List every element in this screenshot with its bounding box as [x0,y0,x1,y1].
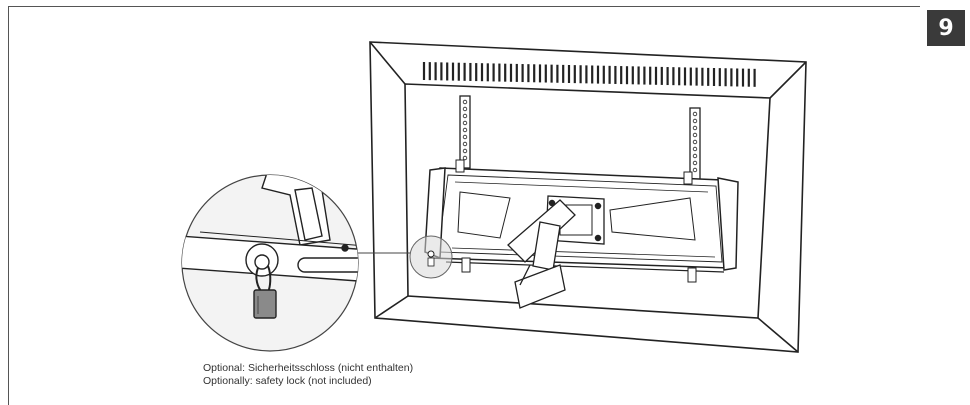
strap-hole [692,111,698,117]
strap-hole [462,127,468,133]
tv-back-outline [369,41,807,353]
strap-hole [692,160,698,166]
ventilation-slots [422,62,756,87]
strap-hole [462,141,468,147]
page-border-left [8,6,9,405]
strap-hole [462,155,468,161]
strap-hole [692,153,698,159]
mounting-straps [459,95,701,181]
wall-plate [424,167,739,273]
strap-hole [692,132,698,138]
strap-hole [692,125,698,131]
strap-hole [462,134,468,140]
caption-german: Optional: Sicherheitsschloss (nicht enth… [203,362,414,374]
padlock-detail-view [181,174,359,352]
strap-hole [692,167,698,173]
articulating-arm [507,199,576,309]
strap-hole [692,146,698,152]
page-number: 9 [938,15,954,41]
strap-hole [462,106,468,112]
strap-hole [462,99,468,105]
page-border-top [8,6,920,7]
caption-english: Optionally: safety lock (not included) [203,375,372,387]
strap-hole [462,113,468,119]
strap-hole [462,120,468,126]
page-number-badge: 9 [927,10,965,46]
strap-hole [692,139,698,145]
hook-clips [455,159,697,283]
strap-hole [692,118,698,124]
figure-caption: Optional: Sicherheitsschloss (nicht enth… [203,362,413,388]
strap-hole [462,148,468,154]
